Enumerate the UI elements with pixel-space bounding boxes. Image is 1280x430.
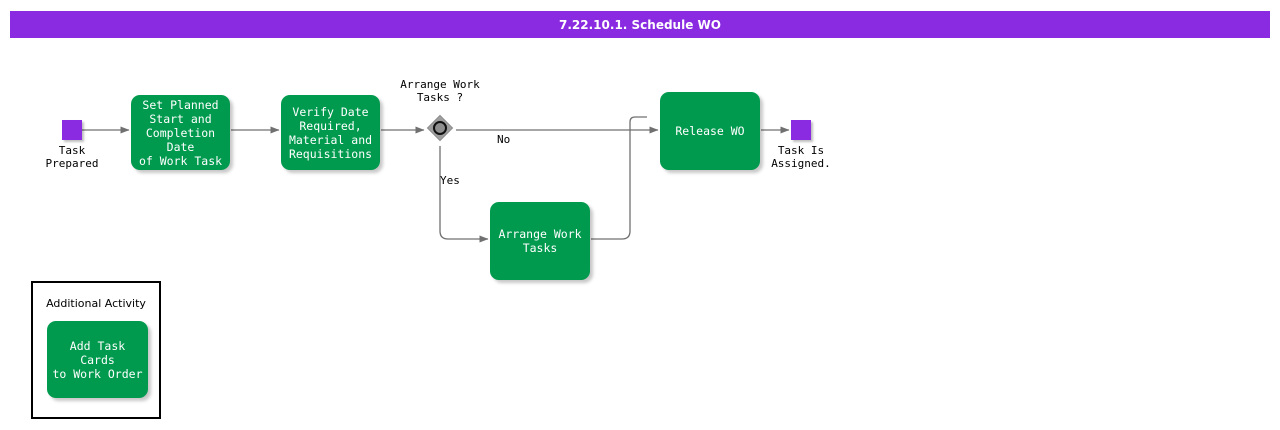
start-event-label: Task Prepared [45,144,99,170]
task-release-wo[interactable]: Release WO [660,92,760,170]
additional-activity-title: Additional Activity [46,297,146,310]
gateway-arrange-work-tasks[interactable] [426,114,454,142]
gateway-label: Arrange Work Tasks ? [400,78,480,104]
task-verify-date-required[interactable]: Verify Date Required, Material and Requi… [281,95,380,170]
page-title: 7.22.10.1. Schedule WO [10,11,1270,38]
flow-yes-to-arrange [439,146,489,243]
end-event-label: Task Is Assigned. [771,144,831,170]
start-event [62,120,82,140]
task-arrange-work-tasks[interactable]: Arrange Work Tasks [490,202,590,280]
flow-label-no: No [497,133,511,146]
flow-arrange-to-merge [591,116,647,240]
additional-activity-group: Additional Activity Add Task Cards to Wo… [31,281,161,419]
task-set-planned-dates[interactable]: Set Planned Start and Completion Date of… [131,95,230,170]
task-add-task-cards[interactable]: Add Task Cards to Work Order [47,321,148,398]
end-event [791,120,811,140]
flow-label-yes: Yes [440,174,460,187]
